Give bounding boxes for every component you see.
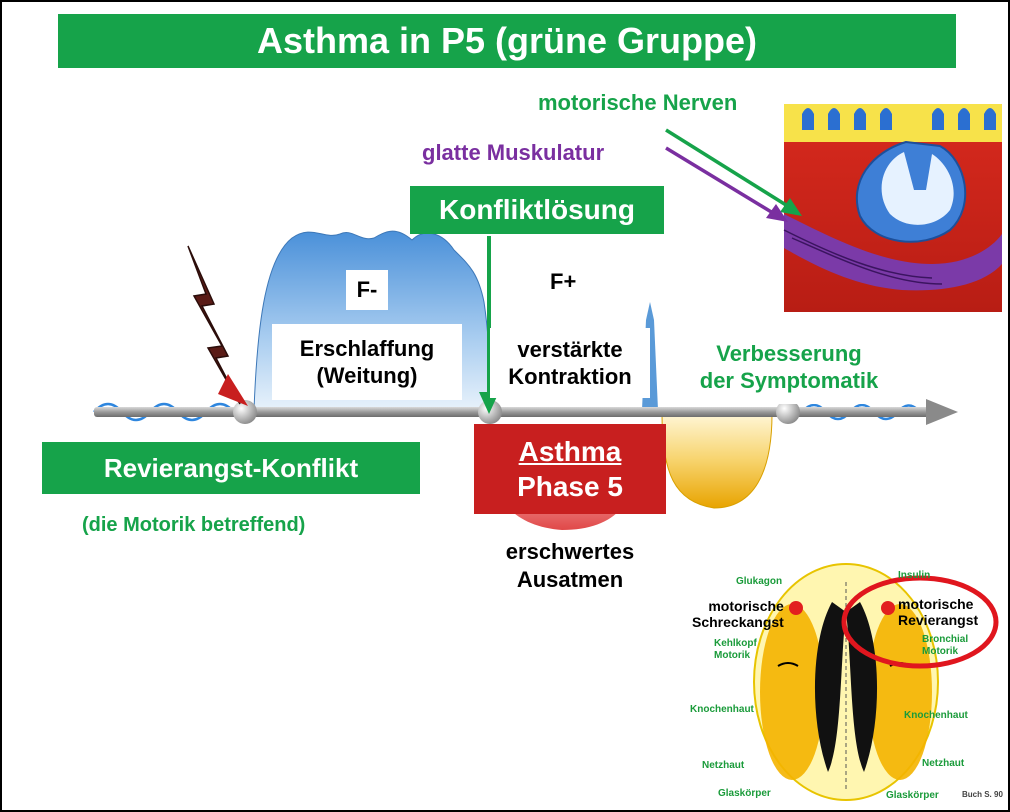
f-plus-label: F+ (550, 269, 577, 294)
brain-glukagon: Glukagon (736, 576, 783, 587)
brain-left-title-1: motorische (708, 598, 784, 614)
brain-book-ref: Buch S. 90 (962, 790, 1003, 799)
muscle-arrow (665, 146, 779, 218)
brain-left-title-2: Schreckangst (692, 614, 784, 631)
conflict-type-label: Revierangst-Konflikt (42, 442, 420, 494)
exhale-label: erschwertes Ausatmen (474, 538, 666, 593)
asthma-line-1: Asthma (518, 436, 622, 467)
brain-left-sub-1: Kehlkopf (714, 638, 757, 649)
brain-right-sub: Bronchial Motorik (922, 634, 968, 658)
brain-retina-right: Netzhaut (922, 758, 965, 769)
brain-bone-left: Knochenhaut (690, 704, 754, 715)
brain-insulin: Insulin (898, 570, 931, 581)
conflict-point (233, 400, 257, 424)
muscle-arrowhead (766, 204, 788, 222)
time-axis-arrowhead (926, 399, 958, 425)
brain-left-title: motorische Schreckangst (692, 598, 784, 630)
slackening-line-2: (Weitung) (316, 363, 418, 388)
brain-right-title-2: Revierangst (898, 612, 979, 629)
recovery-point (776, 400, 800, 424)
brain-left-sub: Kehlkopf Motorik (714, 638, 757, 662)
healing-trough (661, 413, 773, 509)
brain-left-sub-2: Motorik (714, 650, 751, 661)
brain-vitreous-right: Glaskörper (886, 790, 939, 801)
exhale-line-2: Ausatmen (516, 566, 624, 592)
contraction-line-1: verstärkte (517, 336, 623, 362)
nerve-arrowhead (780, 198, 802, 216)
exhale-line-1: erschwertes (505, 539, 635, 564)
brain-map (753, 563, 999, 801)
resolution-point (478, 400, 502, 424)
contraction-line-2: Kontraktion (508, 364, 632, 389)
improvement-box: Verbesserung der Symptomatik (670, 330, 908, 404)
improvement-line-1: Verbesserung (716, 340, 862, 366)
smooth-muscle-label: glatte Muskulatur (422, 140, 605, 165)
slackening-box: Erschlaffung (Weitung) (272, 324, 462, 400)
nerve-arrow (665, 128, 795, 212)
slackening-line-1: Erschlaffung (299, 335, 435, 361)
bronchial-tissue-illustration (783, 104, 1002, 312)
brain-bone-right: Knochenhaut (904, 710, 968, 721)
conflict-resolution-label: Konfliktlösung (410, 186, 664, 234)
asthma-line-2: Phase 5 (517, 471, 623, 502)
asthma-phase-box: Asthma Phase 5 (474, 424, 666, 514)
slide-title: Asthma in P5 (grüne Gruppe) (58, 14, 956, 68)
motor-nerves-label: motorische Nerven (538, 90, 738, 115)
brain-right-title: motorische Revierangst (898, 596, 978, 628)
lightning-arrowhead (218, 374, 248, 406)
brain-right-sub-1: Bronchial (922, 634, 969, 645)
brain-vitreous-left: Glaskörper (718, 788, 771, 799)
brain-retina-left: Netzhaut (702, 760, 745, 771)
highlight-circle (841, 575, 999, 669)
improvement-line-2: der Symptomatik (699, 368, 879, 393)
brain-right-sub-2: Motorik (922, 646, 959, 657)
contraction-box: verstärkte Kontraktion (490, 328, 650, 398)
conflict-subtitle: (die Motorik betreffend) (82, 514, 306, 536)
brain-right-title-1: motorische (898, 596, 974, 612)
lightning-bolt (187, 245, 241, 405)
time-axis (94, 407, 930, 417)
f-minus-label: F- (346, 270, 388, 310)
